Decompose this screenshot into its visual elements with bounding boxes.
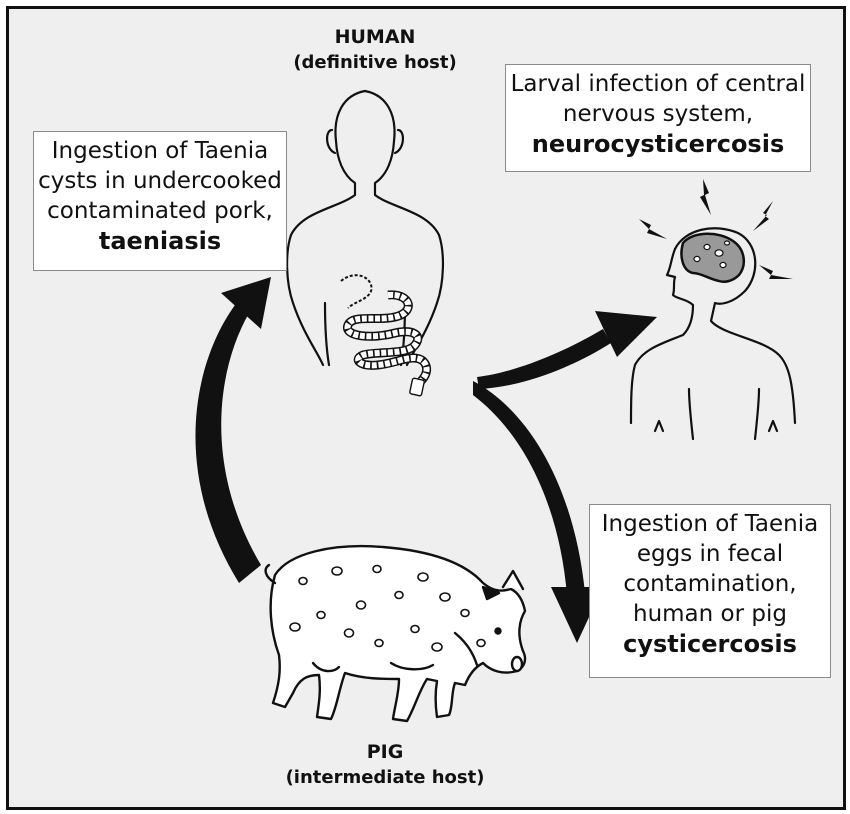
- cysticercosis-line-3: contamination,: [623, 571, 797, 597]
- pig-title: PIG: [366, 741, 404, 763]
- human-title: HUMAN: [334, 26, 416, 48]
- neurocysticercosis-note: Larval infection of central nervous syst…: [505, 64, 811, 172]
- pig-figure: [264, 544, 527, 723]
- neuro-line-2: nervous system,: [562, 101, 754, 127]
- cysticercosis-note: Ingestion of Taenia eggs in fecal contam…: [589, 504, 831, 678]
- human-subtitle: (definitive host): [293, 52, 457, 73]
- arrow-pig-to-human: [195, 277, 271, 583]
- cysticercosis-line-4: human or pig: [633, 601, 787, 627]
- human-figure: [285, 89, 445, 367]
- cysticercosis-line-2: eggs in fecal: [636, 541, 784, 567]
- neuro-head-figure: [629, 227, 797, 441]
- cysticercosis-line-1: Ingestion of Taenia: [601, 511, 819, 537]
- tapeworm-icon: [340, 274, 432, 397]
- lightning-icons: [639, 179, 793, 279]
- taeniasis-line-1: Ingestion of Taenia: [51, 138, 269, 164]
- taeniasis-note: Ingestion of Taenia cysts in undercooked…: [33, 131, 287, 271]
- neuro-disease: neurocysticercosis: [531, 130, 785, 158]
- neuro-line-1: Larval infection of central: [510, 71, 806, 97]
- pig-cyst-spots: [289, 564, 486, 652]
- cysticercosis-disease: cysticercosis: [623, 630, 797, 658]
- life-cycle-illustration: [195, 89, 797, 723]
- pig-subtitle: (intermediate host): [285, 767, 485, 788]
- diagram-frame: HUMAN (definitive host) PIG (intermediat…: [6, 6, 846, 810]
- taeniasis-line-3: contaminated pork,: [47, 198, 273, 224]
- human-host-label: HUMAN (definitive host): [265, 24, 485, 76]
- brain-icon: [680, 232, 746, 283]
- taeniasis-line-2: cysts in undercooked: [38, 168, 282, 194]
- taeniasis-disease: taeniasis: [98, 227, 222, 255]
- arrow-human-to-brain: [477, 311, 657, 389]
- pig-host-label: PIG (intermediate host): [265, 739, 505, 791]
